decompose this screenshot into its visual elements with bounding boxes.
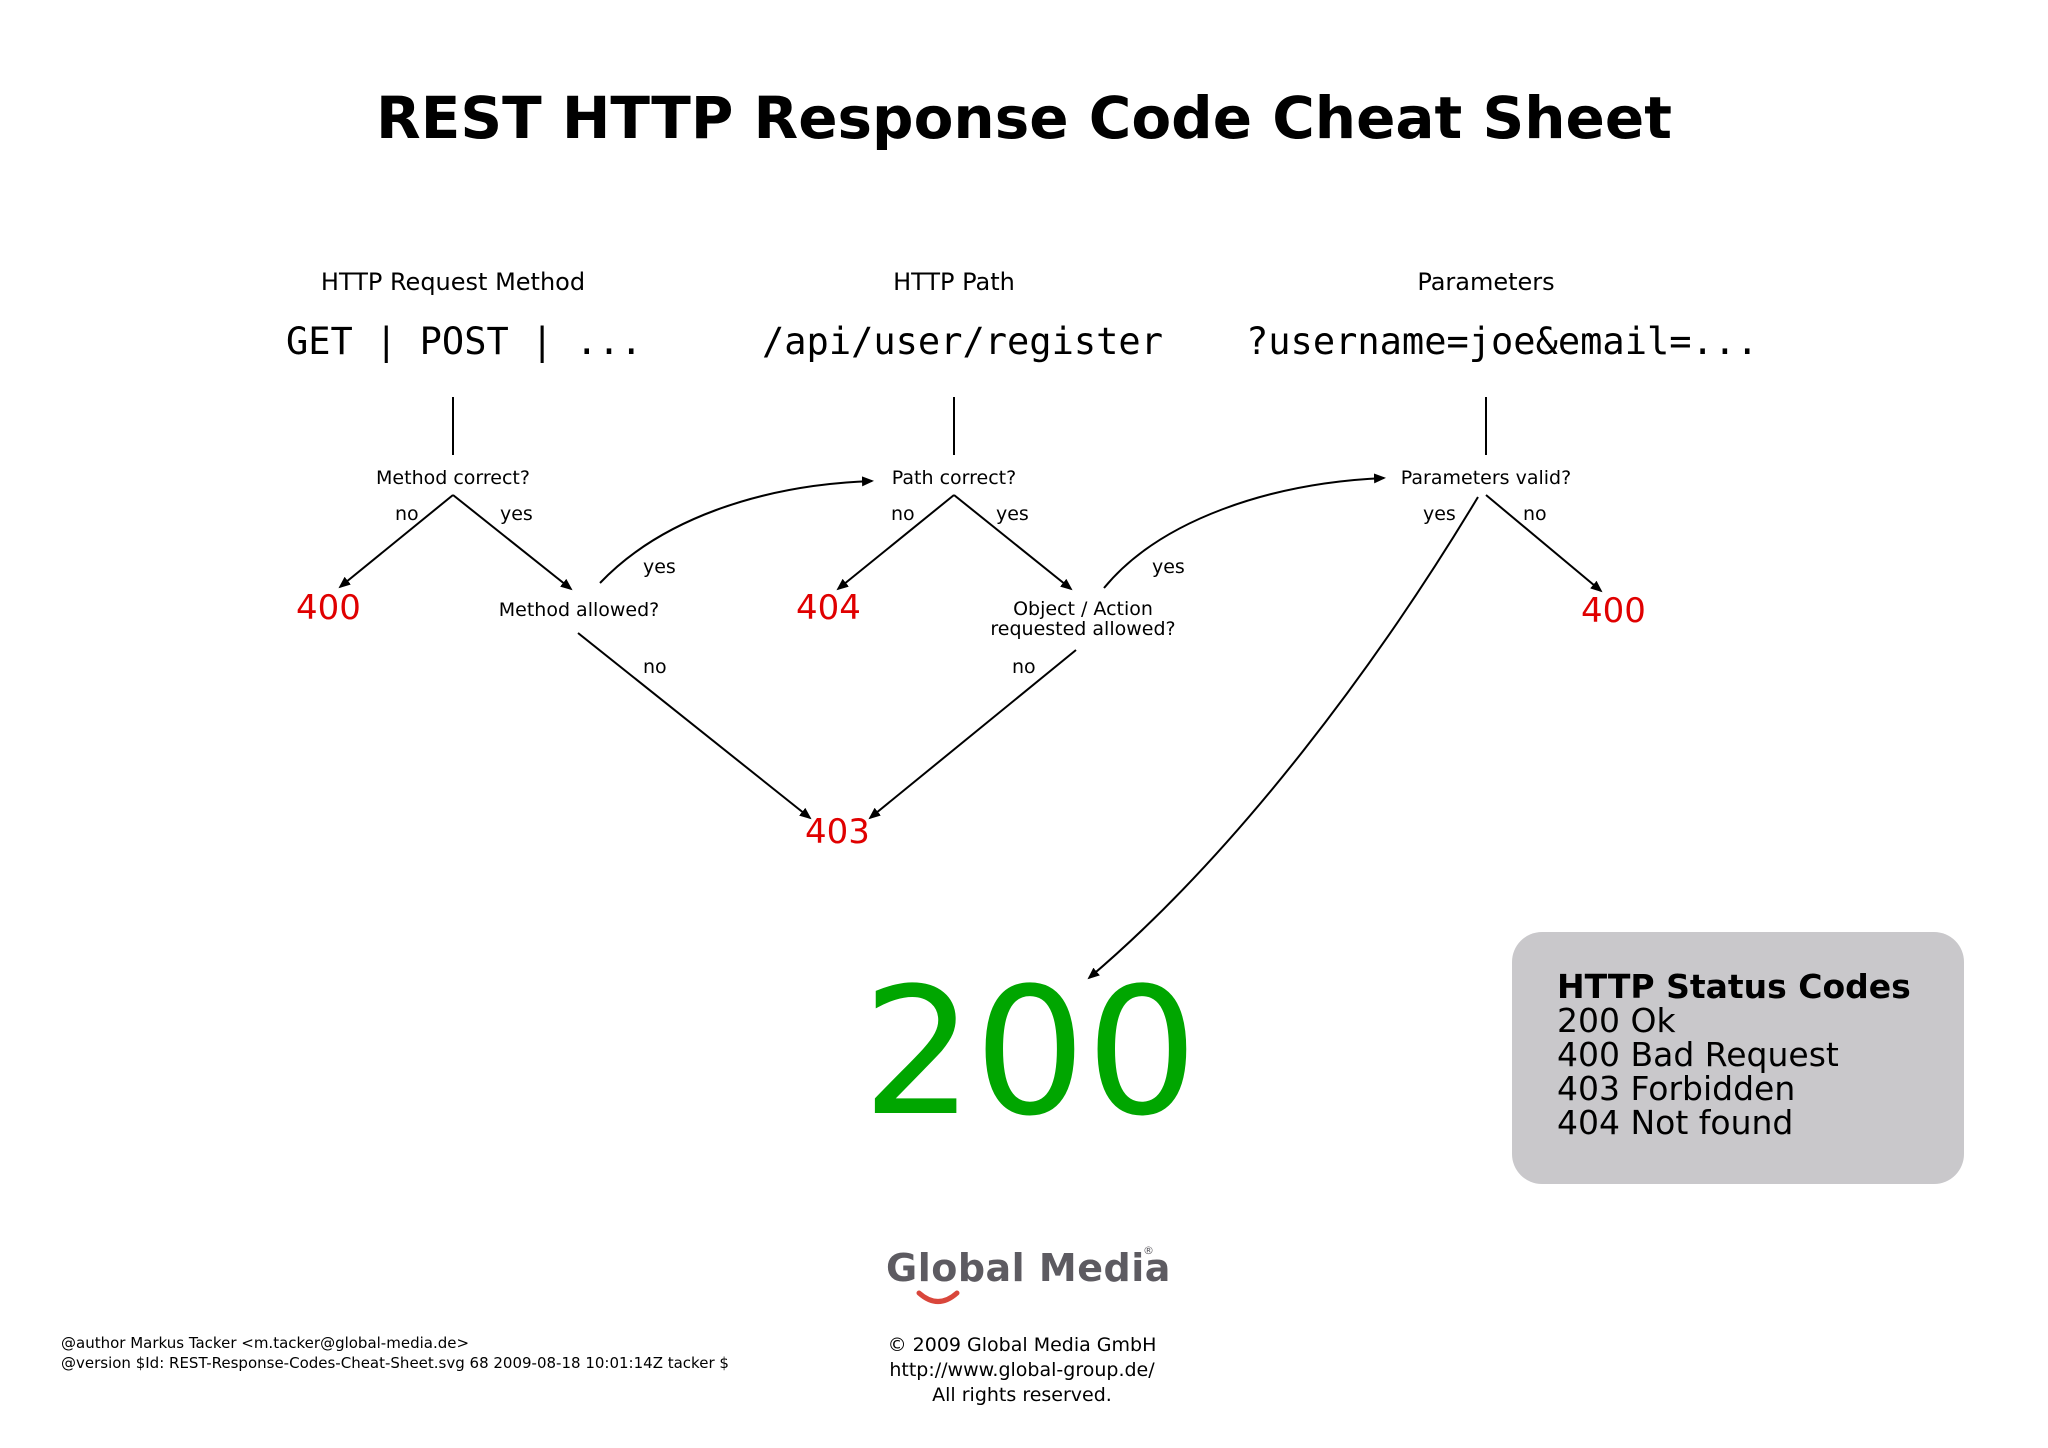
method-no-arrow — [338, 494, 454, 589]
legend-item: 200 Ok — [1557, 1001, 1676, 1040]
path-heading: HTTP Path — [893, 268, 1015, 296]
logo-text: Global Media — [886, 1246, 1171, 1290]
path-correct-question: Path correct? — [891, 467, 1017, 489]
method-allowed-yes-arrow — [599, 476, 874, 584]
legend-item: 403 Forbidden — [1557, 1069, 1796, 1108]
website-link[interactable]: http://www.global-group.de/ — [889, 1359, 1155, 1381]
method-allowed-no-arrow — [577, 632, 812, 820]
registered-mark: ® — [1143, 1244, 1154, 1257]
edge-label-yes: yes — [643, 556, 676, 578]
code-200: 200 — [862, 950, 1198, 1155]
object-allowed-line2: requested allowed? — [990, 618, 1176, 640]
object-allowed-question: Object / Action requested allowed? — [963, 599, 1203, 639]
method-yes-arrow — [452, 494, 573, 591]
legend-item: 400 Bad Request — [1557, 1035, 1839, 1074]
edge-label-no: no — [395, 503, 419, 525]
edge-label-no: no — [643, 656, 667, 678]
params-no-arrow — [1485, 494, 1603, 593]
copyright-line: © 2009 Global Media GmbH — [887, 1334, 1157, 1356]
path-no-arrow — [836, 494, 955, 591]
edge-label-no: no — [1523, 503, 1547, 525]
author-info: @author Markus Tacker <m.tacker@global-m… — [61, 1333, 729, 1373]
rights-line: All rights reserved. — [932, 1384, 1112, 1406]
path-example: /api/user/register — [762, 320, 1163, 363]
code-400-method: 400 — [296, 588, 361, 628]
params-example: ?username=joe&email=... — [1246, 320, 1759, 363]
status-codes-legend: HTTP Status Codes 200 Ok 400 Bad Request… — [1512, 932, 1964, 1184]
global-media-logo: Global Media ® — [886, 1244, 1170, 1310]
legend-title: HTTP Status Codes — [1557, 967, 1911, 1006]
edge-label-no: no — [891, 503, 915, 525]
path-yes-arrow — [953, 494, 1073, 591]
legend-item: 404 Not found — [1557, 1103, 1794, 1142]
object-allowed-yes-arrow — [1103, 473, 1386, 589]
method-example: GET | POST | ... — [286, 320, 643, 363]
params-valid-question: Parameters valid? — [1400, 467, 1572, 489]
edge-label-yes: yes — [996, 503, 1029, 525]
params-yes-arrow — [1087, 496, 1479, 980]
code-400-params: 400 — [1581, 591, 1646, 631]
edge-label-no: no — [1012, 656, 1036, 678]
params-heading: Parameters — [1417, 268, 1555, 296]
code-403: 403 — [805, 812, 870, 852]
version-line: @version $Id: REST-Response-Codes-Cheat-… — [61, 1354, 729, 1372]
edge-label-yes: yes — [1152, 556, 1185, 578]
method-allowed-question: Method allowed? — [498, 599, 660, 621]
object-allowed-no-arrow — [868, 649, 1077, 820]
logo-smile-icon — [916, 1290, 960, 1304]
author-line: @author Markus Tacker <m.tacker@global-m… — [61, 1334, 470, 1352]
code-404: 404 — [796, 588, 861, 628]
method-heading: HTTP Request Method — [320, 268, 586, 296]
copyright-footer: © 2009 Global Media GmbH http://www.glob… — [822, 1333, 1222, 1408]
method-correct-question: Method correct? — [376, 467, 530, 489]
edge-label-yes: yes — [500, 503, 533, 525]
page-title: REST HTTP Response Code Cheat Sheet — [376, 84, 1672, 152]
edge-label-yes: yes — [1423, 503, 1456, 525]
object-allowed-line1: Object / Action — [1013, 598, 1153, 620]
